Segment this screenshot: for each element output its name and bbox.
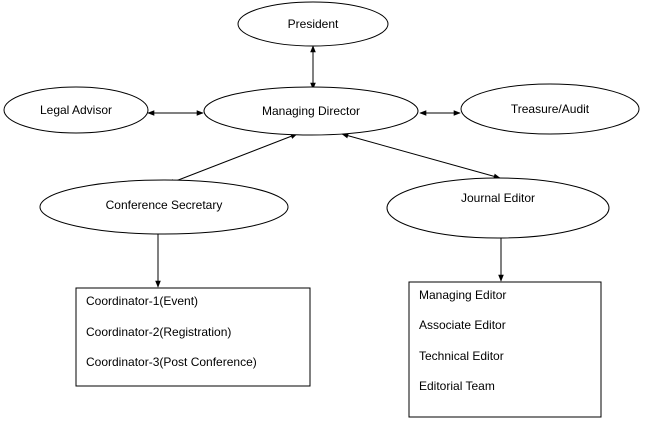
node-president: President bbox=[237, 1, 389, 47]
node-managing-director: Managing Director bbox=[203, 86, 419, 136]
node-legal-advisor-shape bbox=[3, 86, 149, 134]
node-journal-editor: Journal Editor bbox=[386, 177, 610, 239]
editor-item: Managing Editor bbox=[419, 288, 506, 302]
node-legal-advisor: Legal Advisor bbox=[3, 86, 149, 134]
coordinator-item: Coordinator-1(Event) bbox=[86, 294, 198, 308]
node-managing-director-shape bbox=[203, 86, 419, 136]
edge-managing-director-journal-editor bbox=[341, 132, 501, 180]
conference-coordinators-box-shape bbox=[75, 287, 311, 387]
node-managing-director-label: Managing Director bbox=[262, 104, 360, 118]
node-journal-editor-label: Journal Editor bbox=[461, 191, 535, 205]
coordinator-item: Coordinator-2(Registration) bbox=[86, 325, 231, 339]
editor-item: Technical Editor bbox=[419, 349, 504, 363]
node-treasure-audit-shape bbox=[460, 83, 640, 135]
node-president-label: President bbox=[288, 17, 339, 31]
journal-editors-box: Managing Editor Associate Editor Technic… bbox=[408, 281, 602, 418]
conference-coordinators-box: Coordinator-1(Event) Coordinator-2(Regis… bbox=[75, 287, 311, 387]
node-treasure-audit: Treasure/Audit bbox=[460, 83, 640, 135]
node-legal-advisor-label: Legal Advisor bbox=[40, 103, 112, 117]
journal-editors-box-shape bbox=[408, 281, 602, 418]
node-treasure-audit-label: Treasure/Audit bbox=[511, 102, 590, 116]
node-president-shape bbox=[237, 1, 389, 47]
editor-item: Associate Editor bbox=[419, 318, 506, 332]
node-journal-editor-shape bbox=[386, 177, 610, 239]
edge-managing-director-conference-secretary bbox=[167, 133, 298, 185]
node-conference-secretary-shape bbox=[39, 179, 289, 235]
coordinator-item: Coordinator-3(Post Conference) bbox=[86, 355, 257, 369]
editor-item: Editorial Team bbox=[419, 379, 495, 393]
node-conference-secretary-label: Conference Secretary bbox=[106, 198, 223, 212]
node-conference-secretary: Conference Secretary bbox=[39, 179, 289, 235]
